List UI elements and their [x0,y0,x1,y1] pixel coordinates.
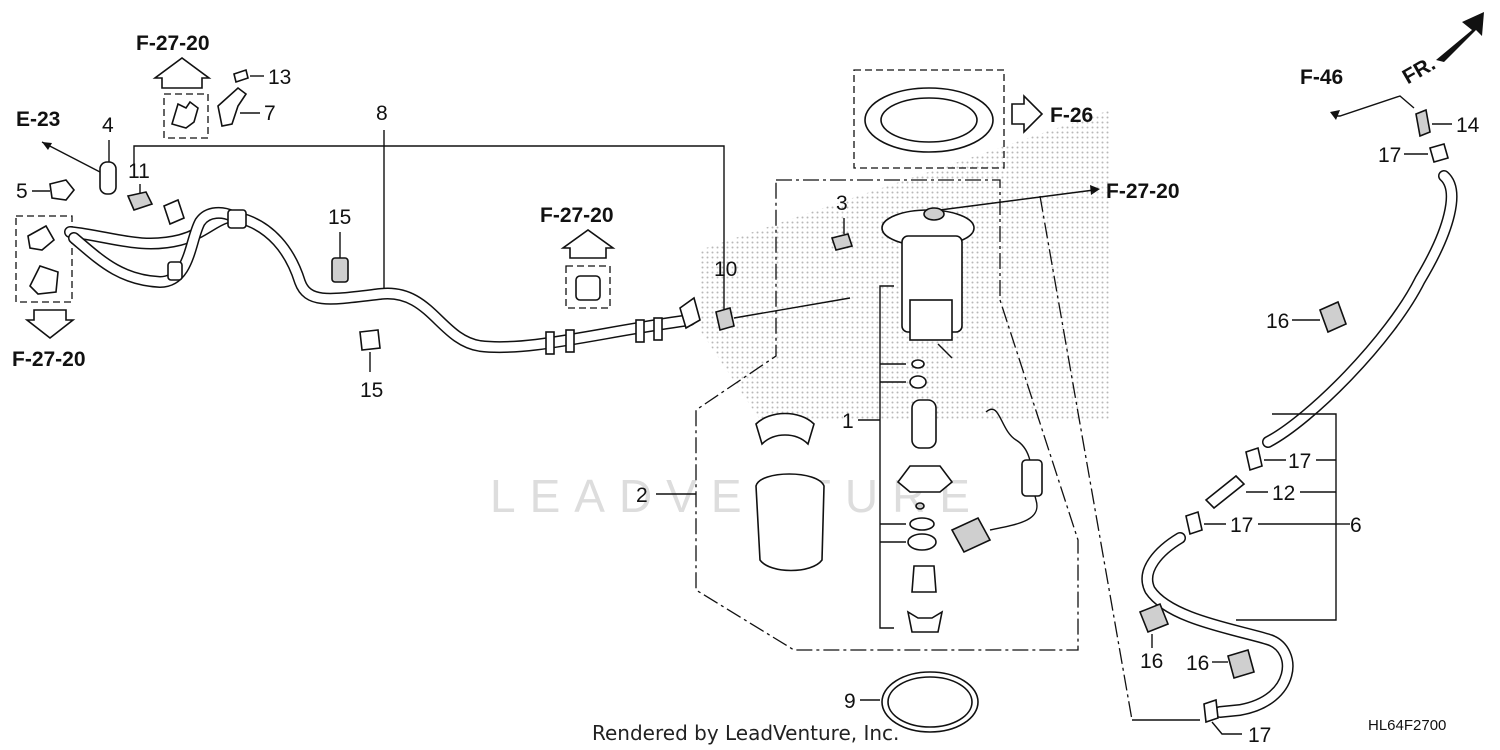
callout-15-upper[interactable]: 15 [328,206,351,229]
callout-1[interactable]: 1 [842,410,854,433]
clip-15-icon [331,257,349,283]
callout-11[interactable]: 11 [128,160,150,183]
clip-17-icon [1185,510,1203,536]
hose-ring [545,331,555,355]
callout-4[interactable]: 4 [102,114,114,137]
callout-9[interactable]: 9 [844,690,856,713]
callout-16-right[interactable]: 16 [1186,652,1209,675]
bolt-icon [233,68,249,84]
callout-15-lower[interactable]: 15 [360,379,383,402]
ref-f-27-20-top[interactable]: F-27-20 [136,32,210,55]
watermark-text: LEADVENTURE [490,470,984,522]
clip-17-icon [1203,698,1219,724]
grommet-3-icon [830,233,854,251]
ref-f-27-20-mid[interactable]: F-27-20 [540,204,614,227]
ref-f-46[interactable]: F-46 [1300,66,1343,89]
regulator-icon [911,565,937,593]
callout-17-mid[interactable]: 17 [1288,450,1311,473]
callout-8[interactable]: 8 [376,102,388,125]
clip-11-icon [126,191,154,211]
callout-3[interactable]: 3 [836,192,848,215]
o-ring-icon [909,375,927,389]
clip-icon [29,265,59,295]
callout-13[interactable]: 13 [268,66,291,89]
o-ring-icon [909,517,935,531]
clip-5-icon [49,179,76,201]
front-direction-indicator: FR. [1399,12,1484,89]
callout-17-bottom[interactable]: 17 [1248,724,1271,747]
down-arrow-icon [24,309,76,340]
clip-16-icon [1227,648,1255,680]
pump-body-icon [909,299,953,341]
hose-ring [635,319,645,343]
clip-icon [171,100,199,129]
clip-15-icon [359,329,381,351]
footer-credit: Rendered by LeadVenture, Inc. [592,721,899,745]
check-valve-14-icon [1415,108,1431,138]
clip-icon [163,198,185,226]
callout-10[interactable]: 10 [714,258,737,281]
fuel-cup-icon [755,473,825,572]
pump-motor-icon [911,399,937,449]
hose-connector [679,296,701,330]
callout-6[interactable]: 6 [1350,514,1362,537]
up-arrow-icon [152,57,212,89]
ref-f-27-20-right[interactable]: F-27-20 [1106,180,1180,203]
callout-16-left[interactable]: 16 [1140,650,1163,673]
ref-f-27-20-left[interactable]: F-27-20 [12,348,86,371]
gasket-box [853,69,1005,169]
clamp-ring-icon [755,412,815,446]
clip-box-top [163,93,209,139]
callout-2[interactable]: 2 [636,484,648,507]
callout-17-top[interactable]: 17 [1378,144,1401,167]
joint-12-icon [1204,474,1246,510]
clip-17-icon [1245,446,1263,472]
clip-box-mid [565,265,611,309]
callout-17-lower[interactable]: 17 [1230,514,1253,537]
right-arrow-icon [1011,94,1044,134]
hose-ring [565,329,575,353]
clamp-icon [575,275,601,301]
holder-icon [906,610,944,633]
clip-16-icon [1318,300,1348,334]
diagram-code: HL64F2700 [1368,717,1446,734]
clip-4-icon [99,161,117,195]
clip-16-icon [1138,602,1170,634]
callout-14[interactable]: 14 [1456,114,1480,137]
up-arrow-icon [560,229,616,259]
svg-text:FR.: FR. [1399,52,1440,89]
hose-clamp [167,261,183,281]
sensor-float-icon [1021,459,1043,497]
ref-f-26[interactable]: F-26 [1050,104,1093,127]
callout-5[interactable]: 5 [16,180,28,203]
filter-icon [896,465,954,493]
clip-box-left [15,215,73,303]
ref-e-23[interactable]: E-23 [16,108,60,131]
hose-ring [653,317,663,341]
bracket-icon [217,86,248,127]
callout-7[interactable]: 7 [264,102,276,125]
pump-assembly-frame [695,179,1079,651]
callout-12[interactable]: 12 [1272,482,1295,505]
connector-10-icon [715,306,735,332]
vent-hose-upper [1262,170,1458,448]
connector-icon [950,516,992,554]
o-ring-icon [907,533,937,551]
clip-icon [27,224,56,251]
clip-17-icon [1429,143,1449,163]
callout-16-upper[interactable]: 16 [1266,310,1289,333]
hose-connector [227,209,247,229]
